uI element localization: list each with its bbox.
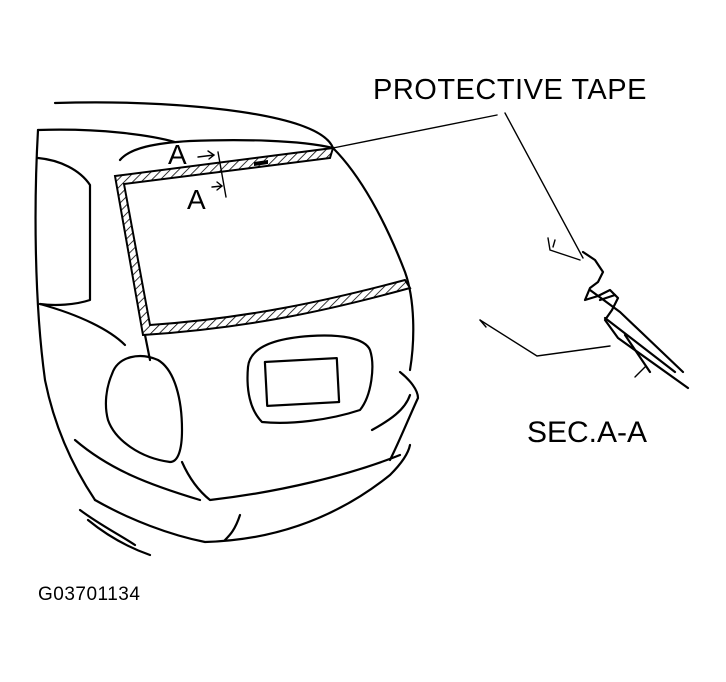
side-window xyxy=(36,156,92,307)
liftgate-outline xyxy=(331,146,415,372)
liftgate-lower xyxy=(180,453,402,502)
body-side-left xyxy=(34,128,97,502)
tail-lamp xyxy=(104,355,184,464)
bumper-face xyxy=(93,443,412,544)
section-mark-lower: A xyxy=(187,184,206,215)
section-arrow-upper xyxy=(197,150,216,160)
tape-highlight xyxy=(254,160,268,166)
section-bracket-mark xyxy=(552,239,556,248)
roof-line-inner xyxy=(36,128,177,144)
section-label: SEC.A-A xyxy=(527,416,648,449)
figure-code: G03701134 xyxy=(38,584,141,605)
tape-leader-line xyxy=(504,112,584,259)
rear-glass-tape xyxy=(113,146,412,337)
section-bracket-top xyxy=(547,237,581,261)
license-plate xyxy=(263,357,341,407)
bumper-step xyxy=(223,393,412,542)
section-label-leader xyxy=(479,319,611,357)
section-arrow-lower xyxy=(211,181,224,191)
section-detail xyxy=(479,112,690,390)
license-recess xyxy=(246,334,374,424)
roof-outline xyxy=(53,101,335,150)
bumper-bottom xyxy=(78,508,152,557)
section-mark-upper: A xyxy=(168,139,187,170)
bumper-top xyxy=(73,370,420,502)
roof-rear-edge xyxy=(118,139,335,162)
protective-tape-label: PROTECTIVE TAPE xyxy=(373,74,647,106)
body-shoulder-line xyxy=(38,302,127,347)
section-cut-line xyxy=(217,151,227,198)
section-leader-tick xyxy=(479,319,487,328)
section-body-line xyxy=(588,288,685,374)
section-bracket-bottom xyxy=(634,366,646,378)
glass-section xyxy=(581,250,690,390)
protective-tape-pointer xyxy=(332,114,498,149)
